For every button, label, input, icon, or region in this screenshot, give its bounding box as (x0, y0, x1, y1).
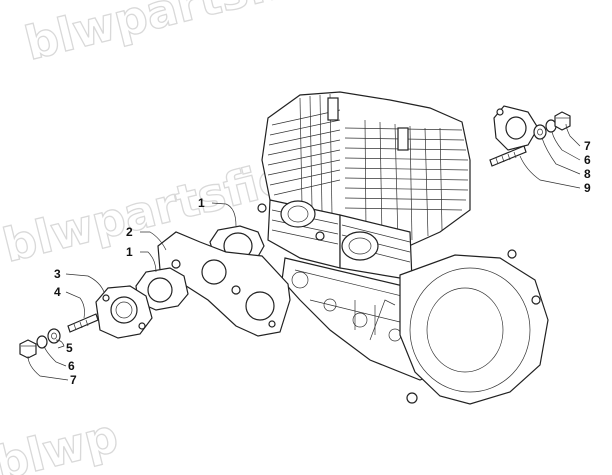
leader-lines (27, 123, 581, 381)
gasket-2-port-left (201, 259, 227, 285)
exhaust-gasket-stack (19, 225, 291, 359)
flywheel-cover (399, 254, 549, 405)
callout-6-lower: 6 (68, 359, 75, 373)
callout-6-upper: 6 (584, 153, 591, 167)
flat-washer-5 (47, 328, 61, 344)
spark-plug-left (327, 97, 339, 121)
watermark-top: blwpartsfiche (20, 0, 375, 71)
lock-washer-6-lower (36, 335, 48, 349)
callout-1-lower: 1 (126, 245, 133, 259)
callout-9: 9 (584, 181, 591, 195)
callout-8: 8 (584, 167, 591, 181)
callout-3: 3 (54, 267, 61, 281)
engine-assembly (257, 91, 549, 405)
callout-1-upper: 1 (198, 196, 205, 210)
nut-7-upper (554, 111, 571, 131)
stud-4 (67, 313, 99, 333)
watermark-bottom: blwp (0, 408, 123, 475)
callout-7-lower: 7 (70, 373, 77, 387)
flange-hole (505, 116, 527, 140)
upper-right-hardware (489, 105, 571, 167)
exhaust-port-left (280, 200, 316, 228)
flat-washer-8 (533, 124, 547, 140)
callout-5: 5 (66, 341, 73, 355)
stud-9 (489, 145, 527, 167)
nut-7-lower (19, 339, 37, 359)
gasket-2-port-right (245, 291, 275, 321)
cooling-fins-left (267, 93, 341, 216)
spark-plug-right (397, 127, 409, 151)
callout-2: 2 (126, 225, 133, 239)
exhaust-port-right (341, 231, 379, 261)
callout-labels: 1 2 1 3 4 5 6 7 7 6 8 9 (54, 139, 591, 387)
callout-7-upper: 7 (584, 139, 591, 153)
callout-4: 4 (54, 285, 61, 299)
